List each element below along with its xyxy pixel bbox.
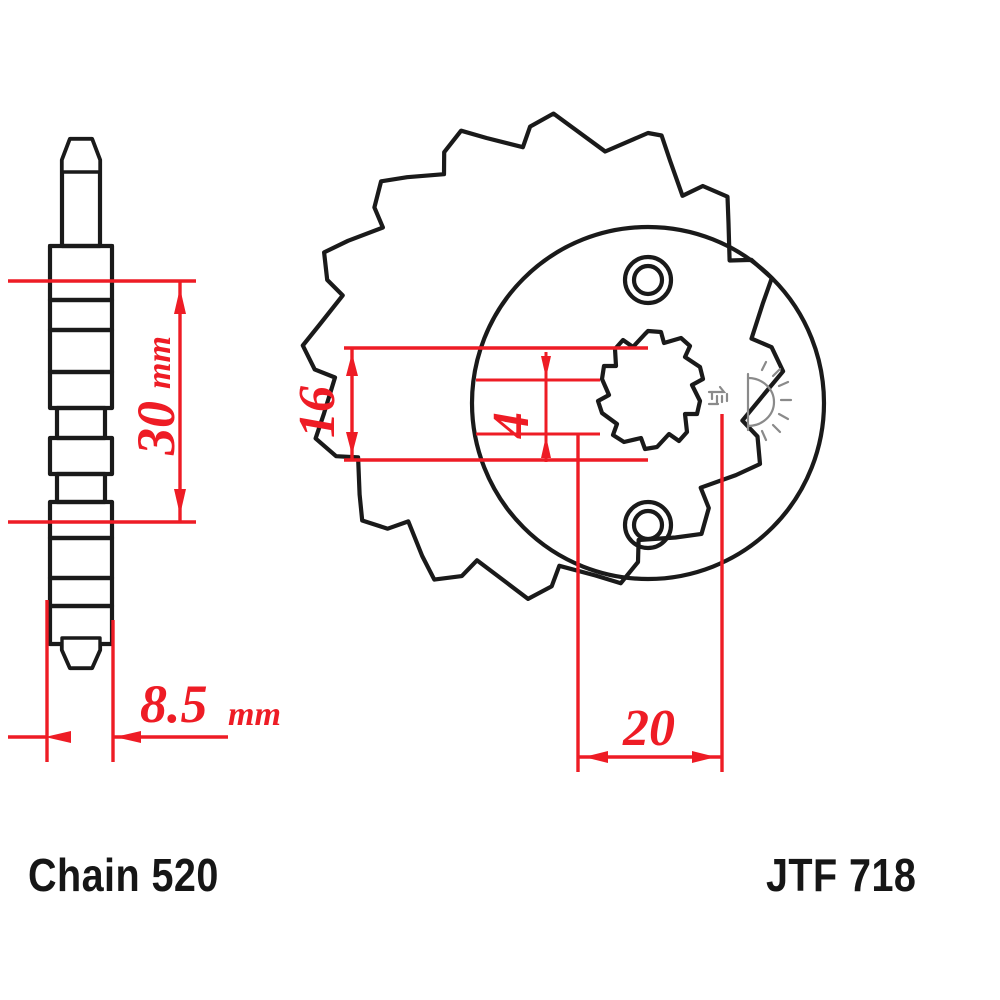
side-band-1 <box>47 297 115 333</box>
dimension-8-5mm: 8.5 mm <box>8 600 281 762</box>
sprocket-tooth-profile <box>300 111 786 601</box>
side-band-6 <box>54 471 108 505</box>
side-band-9 <box>47 575 115 609</box>
side-bottom-tooth <box>59 636 103 671</box>
splined-bore <box>595 328 706 452</box>
hub-circle <box>469 224 827 582</box>
side-band-8 <box>47 535 115 581</box>
side-band-5 <box>47 435 115 477</box>
side-cross-section-view <box>47 136 115 671</box>
part-number-label: JTF 718 <box>766 849 917 901</box>
bolt-hole-top <box>622 254 674 306</box>
dimension-30mm-value: 30 <box>126 401 186 456</box>
side-band-2 <box>47 327 115 375</box>
side-band-7 <box>47 499 115 541</box>
dimension-8-5mm-value: 8.5 <box>140 674 208 734</box>
dimension-8-5mm-unit: mm <box>228 696 281 733</box>
front-view <box>300 111 827 601</box>
dimension-30mm: 30 mm <box>8 279 196 524</box>
dimension-16: 16 <box>289 346 648 462</box>
sun-gear-watermark <box>707 360 793 442</box>
dimension-20-value: 20 <box>622 700 675 757</box>
side-band-3 <box>47 369 115 411</box>
side-upper-hub <box>47 243 115 303</box>
dimension-4-value: 4 <box>483 412 540 439</box>
dimension-4: 4 <box>476 352 600 462</box>
chain-label: Chain 520 <box>28 849 219 901</box>
side-band-4 <box>54 405 108 441</box>
dimension-30mm-unit: mm <box>141 336 178 389</box>
dimension-20: 20 <box>576 414 724 772</box>
side-top-tooth <box>59 136 103 249</box>
bolt-hole-bottom <box>622 499 674 551</box>
dimension-16-value: 16 <box>289 386 346 438</box>
